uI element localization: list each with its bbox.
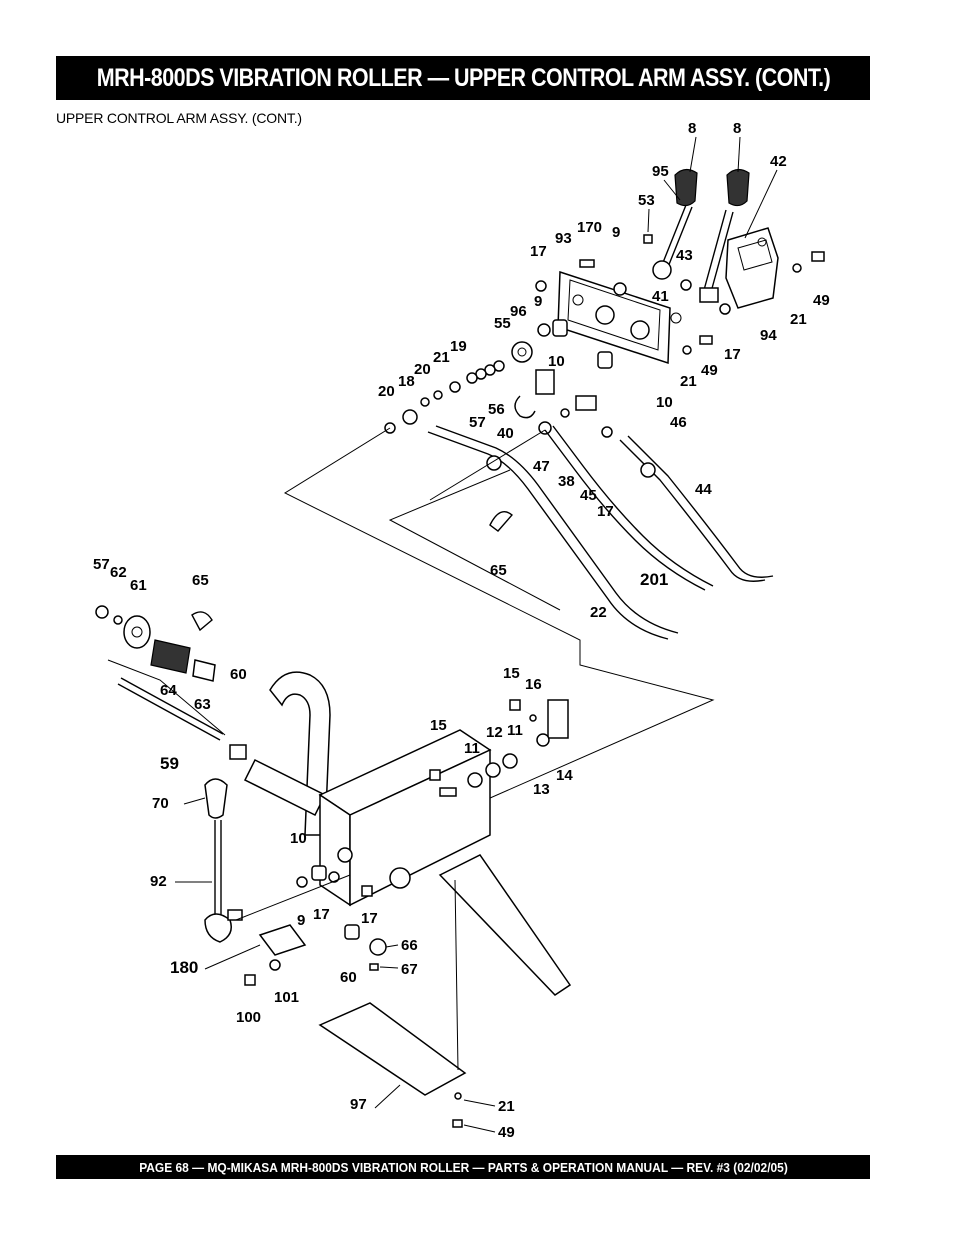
- callout-49b: 49: [701, 362, 718, 379]
- callout-201: 201: [640, 570, 668, 589]
- callout-43: 43: [676, 247, 693, 264]
- reference-lines: [283, 427, 715, 821]
- callout-18: 18: [398, 373, 415, 390]
- callout-17b: 17: [724, 346, 741, 363]
- upper-hardware: [535, 234, 825, 369]
- washers-55-56: [384, 360, 505, 434]
- callout-100: 100: [236, 1009, 261, 1026]
- callout-9a: 9: [612, 224, 620, 241]
- bracket-42: [725, 227, 779, 309]
- callout-95: 95: [652, 163, 669, 180]
- callout-38: 38: [558, 473, 575, 490]
- lower-left-parts: [95, 605, 247, 760]
- knob-70: [204, 778, 228, 819]
- callout-19: 19: [450, 338, 467, 355]
- callout-47: 47: [533, 458, 550, 475]
- callout-9b: 9: [534, 293, 542, 310]
- callout-16: 16: [525, 676, 542, 693]
- page-footer: PAGE 68 — MQ-MIKASA MRH-800DS VIBRATION …: [56, 1155, 870, 1179]
- callout-67: 67: [401, 961, 418, 978]
- page-title: MRH-800DS VIBRATION ROLLER — UPPER CONTR…: [96, 63, 830, 92]
- callout-8a: 8: [688, 120, 696, 137]
- callout-22: 22: [590, 604, 607, 621]
- callout-labels: 8 8 42 95 53 170 93 9 17 43 41 9 96 55 4…: [93, 120, 830, 1141]
- callout-55: 55: [494, 315, 511, 332]
- callout-17e: 17: [361, 910, 378, 927]
- knob-right: [703, 168, 750, 293]
- callout-44: 44: [695, 481, 712, 498]
- callout-59: 59: [160, 754, 179, 773]
- callout-11b: 11: [464, 740, 480, 757]
- callout-66: 66: [401, 937, 418, 954]
- callout-11a: 11: [507, 722, 523, 739]
- callout-57a: 57: [469, 414, 486, 431]
- callout-49a: 49: [813, 292, 830, 309]
- callout-64: 64: [160, 682, 177, 699]
- callout-56: 56: [488, 401, 505, 418]
- callout-21d: 21: [498, 1098, 515, 1115]
- callout-62: 62: [110, 564, 127, 581]
- callout-57b: 57: [93, 556, 110, 573]
- callout-13: 13: [533, 781, 550, 798]
- plate-97: [318, 879, 467, 1128]
- callout-94: 94: [760, 327, 777, 344]
- lever-92: [204, 820, 243, 943]
- callout-101: 101: [274, 989, 299, 1006]
- callout-170: 170: [577, 219, 602, 236]
- callout-70: 70: [152, 795, 169, 812]
- callout-63: 63: [194, 696, 211, 713]
- callout-45: 45: [580, 487, 597, 504]
- clip-40: [514, 395, 536, 419]
- callout-180: 180: [170, 958, 198, 977]
- callout-40: 40: [497, 425, 514, 442]
- callout-96: 96: [510, 303, 527, 320]
- cam-96: [511, 341, 533, 363]
- footer-text: PAGE 68 — MQ-MIKASA MRH-800DS VIBRATION …: [138, 1159, 788, 1175]
- page-title-bar: MRH-800DS VIBRATION ROLLER — UPPER CONTR…: [56, 56, 870, 100]
- callout-60b: 60: [340, 969, 357, 986]
- knob-left: [659, 168, 698, 273]
- lower-right-hardware: [429, 699, 569, 797]
- callout-10a: 10: [548, 353, 565, 370]
- callout-46: 46: [670, 414, 687, 431]
- callout-21c: 21: [680, 373, 697, 390]
- callout-41: 41: [652, 288, 669, 305]
- callout-12: 12: [486, 724, 503, 741]
- callout-10c: 10: [290, 830, 307, 847]
- callout-42: 42: [770, 153, 787, 170]
- diagram-subtitle: UPPER CONTROL ARM ASSY. (CONT.): [56, 110, 302, 126]
- fitting-47: [538, 421, 552, 435]
- clamp-65-upper: [489, 511, 513, 532]
- clevis-46: [575, 395, 597, 411]
- callout-17a: 17: [530, 243, 547, 260]
- callout-14: 14: [556, 767, 573, 784]
- callout-21b: 21: [433, 349, 450, 366]
- callout-49c: 49: [498, 1124, 515, 1141]
- callout-61: 61: [130, 577, 147, 594]
- callout-15b: 15: [430, 717, 447, 734]
- callout-92: 92: [150, 873, 167, 890]
- callout-9c: 9: [297, 912, 305, 929]
- callout-17c: 17: [597, 503, 614, 520]
- callout-20a: 20: [414, 361, 431, 378]
- callout-93: 93: [555, 230, 572, 247]
- lever-pivot-41: [652, 260, 672, 280]
- callout-53: 53: [638, 192, 655, 209]
- callout-65b: 65: [192, 572, 209, 589]
- main-plate-93: [557, 270, 671, 365]
- callout-20b: 20: [378, 383, 395, 400]
- callout-17d: 17: [313, 906, 330, 923]
- lower-small-parts: [235, 865, 387, 986]
- callout-97: 97: [350, 1096, 367, 1113]
- link-block: [535, 369, 555, 395]
- leader-lines: [175, 136, 778, 1133]
- callout-21a: 21: [790, 311, 807, 328]
- callout-8b: 8: [733, 120, 741, 137]
- callout-65a: 65: [490, 562, 507, 579]
- callout-15a: 15: [503, 665, 520, 682]
- callout-60a: 60: [230, 666, 247, 683]
- lever-base-43: [699, 287, 719, 303]
- callout-10b: 10: [656, 394, 673, 411]
